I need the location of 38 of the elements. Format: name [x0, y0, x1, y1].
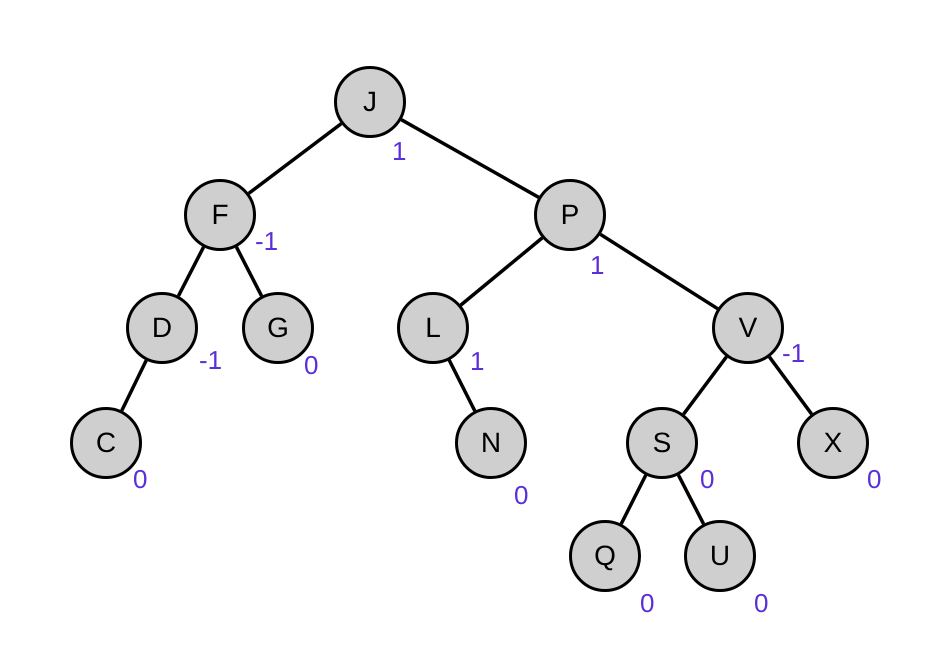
node-label: C [96, 429, 116, 457]
node-label: J [363, 88, 377, 116]
node-label: N [480, 429, 502, 457]
balance-factor: 1 [392, 138, 406, 164]
balance-factor: 0 [754, 590, 768, 616]
tree-edge [400, 118, 540, 199]
tree-edge [682, 356, 728, 416]
balance-factor: 1 [470, 348, 484, 374]
tree-edge [676, 474, 706, 525]
node-label: S [652, 429, 672, 457]
balance-factor: -1 [255, 228, 278, 254]
tree-edge [620, 474, 648, 525]
balance-factor: -1 [199, 347, 222, 373]
node-label: G [267, 314, 289, 342]
node-label: V [738, 314, 758, 342]
node-label: P [560, 201, 580, 229]
tree-edge [768, 356, 813, 416]
tree-edge [460, 236, 544, 306]
tree-edge [248, 122, 342, 195]
balance-factor: 0 [133, 466, 148, 492]
balance-factor: 1 [590, 252, 604, 278]
balance-factor: 0 [304, 352, 318, 378]
balance-factor: 0 [867, 466, 882, 492]
tree-edge [120, 360, 148, 412]
node-label: U [710, 542, 730, 570]
node-label: X [824, 429, 842, 457]
tree-edge [599, 232, 719, 310]
balance-factor: 0 [700, 466, 714, 492]
node-label: D [152, 314, 172, 342]
balance-factor: 0 [640, 590, 654, 616]
tree-edge [448, 359, 476, 412]
node-label: L [425, 314, 441, 342]
tree-edge [234, 246, 264, 297]
balance-factor: 0 [514, 482, 528, 508]
tree-edge [176, 246, 206, 297]
node-label: Q [594, 542, 616, 570]
balance-factor: -1 [782, 340, 806, 366]
node-label: F [211, 201, 229, 229]
